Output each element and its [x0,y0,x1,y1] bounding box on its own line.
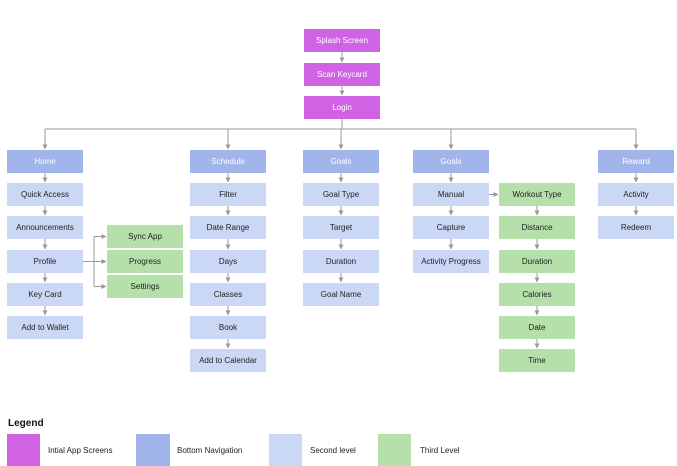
legend-label-bottom-navigation: Bottom Navigation [177,446,243,455]
initial-screen-splash: Splash Screen [304,29,380,52]
node-date-range: Date Range [190,216,266,239]
legend-swatch-bottom-navigation [136,434,170,466]
legend-label-second-level: Second level [310,446,356,455]
legend-swatch-second-level [269,434,302,466]
node-activity: Activity [598,183,674,206]
legend-label-third-level: Third Level [420,446,460,455]
node-sync-app: Sync App [107,225,183,248]
nav-goals-2: Goals [413,150,489,173]
node-progress: Progress [107,250,183,273]
node-goal-type: Goal Type [303,183,379,206]
node-manual-duration: Duration [499,250,575,273]
node-add-to-calendar: Add to Calendar [190,349,266,372]
nav-schedule: Schedule [190,150,266,173]
legend-label-initial: Intial App Screens [48,446,113,455]
node-distance: Distance [499,216,575,239]
node-filter: Filter [190,183,266,206]
node-settings: Settings [107,275,183,298]
legend-swatch-initial [7,434,40,466]
nav-goals-1: Goals [303,150,379,173]
node-days: Days [190,250,266,273]
node-goal-name: Goal Name [303,283,379,306]
nav-home: Home [7,150,83,173]
node-workout-type: Workout Type [499,183,575,206]
node-calories: Calories [499,283,575,306]
node-target: Target [303,216,379,239]
node-activity-progress: Activity Progress [413,250,489,273]
node-profile: Profile [7,250,83,273]
node-date: Date [499,316,575,339]
node-capture: Capture [413,216,489,239]
node-goals-duration: Duration [303,250,379,273]
node-manual: Manual [413,183,489,206]
node-redeem: Redeem [598,216,674,239]
node-add-to-wallet: Add to Wallet [7,316,83,339]
node-quick-access: Quick Access [7,183,83,206]
node-time: Time [499,349,575,372]
legend-title: Legend [8,418,44,429]
node-key-card: Key Card [7,283,83,306]
legend-swatch-third-level [378,434,411,466]
initial-screen-login: Login [304,96,380,119]
node-announcements: Announcements [7,216,83,239]
node-book: Book [190,316,266,339]
nav-reward: Reward [598,150,674,173]
initial-screen-scan: Scan Keycard [304,63,380,86]
node-classes: Classes [190,283,266,306]
